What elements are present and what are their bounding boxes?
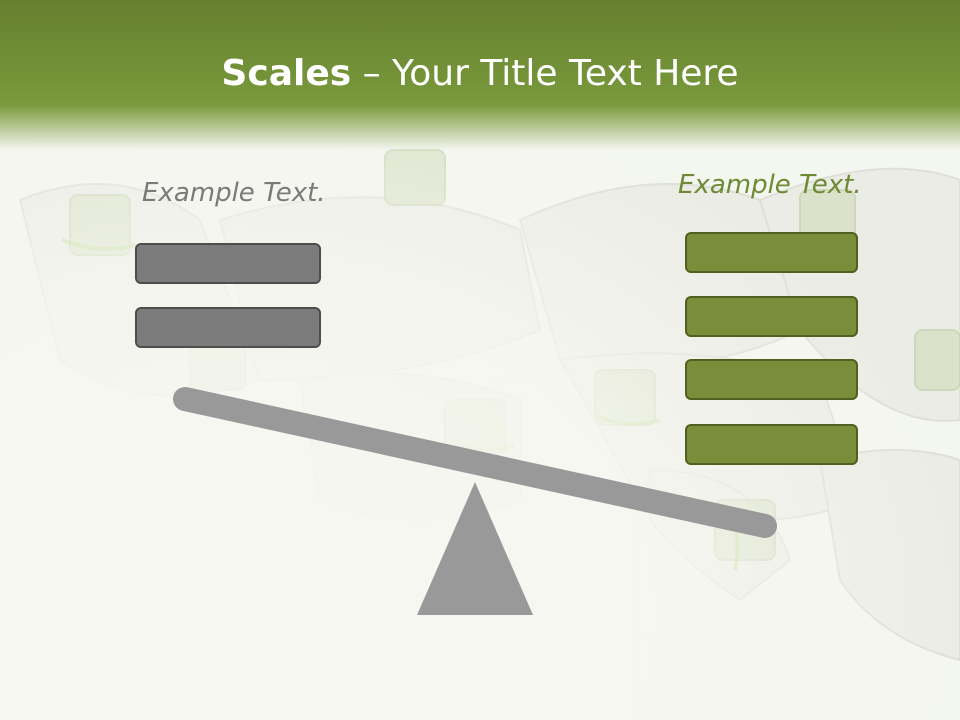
- right-example-text[interactable]: Example Text.: [678, 170, 862, 200]
- slide-title[interactable]: Scales – Your Title Text Here: [0, 52, 960, 96]
- right-bar-1[interactable]: [685, 232, 858, 273]
- title-bold: Scales: [221, 53, 352, 94]
- right-bar-3[interactable]: [685, 359, 858, 400]
- right-bar-2[interactable]: [685, 296, 858, 337]
- left-bar-2[interactable]: [135, 307, 321, 348]
- right-bar-4[interactable]: [685, 424, 858, 465]
- left-bar-1[interactable]: [135, 243, 321, 284]
- header-band: [0, 0, 960, 150]
- title-rest: – Your Title Text Here: [351, 53, 739, 94]
- left-example-text[interactable]: Example Text.: [142, 178, 326, 208]
